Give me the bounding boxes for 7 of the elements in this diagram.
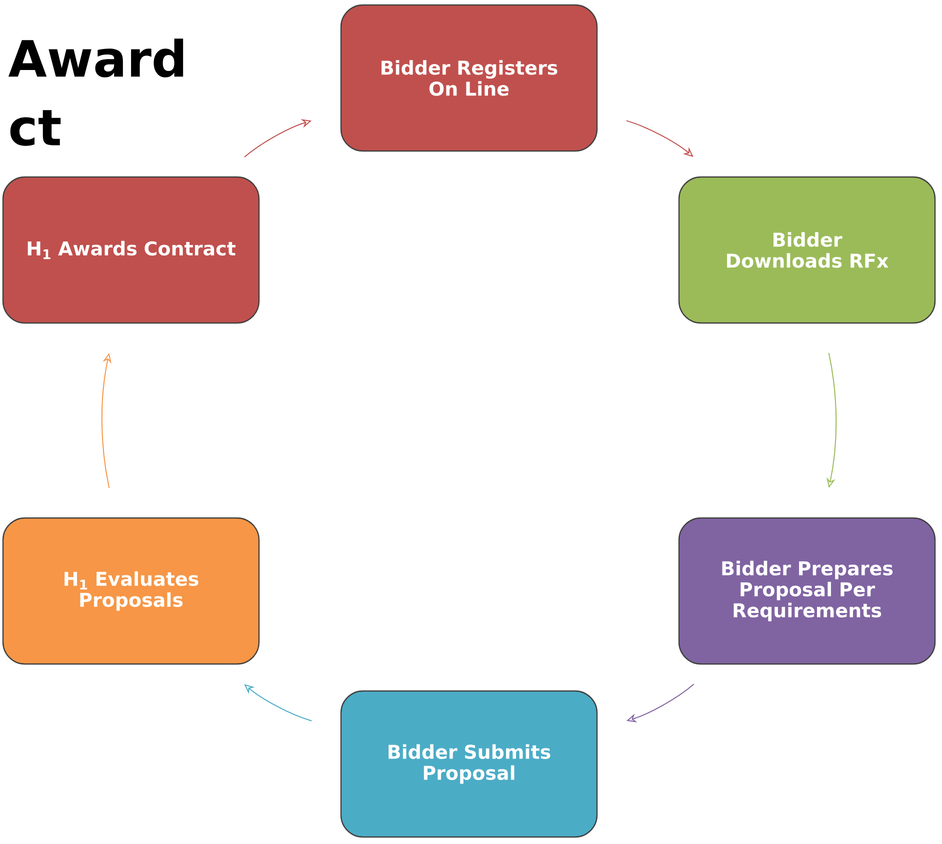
process-box: H$_{1}$ Awards Contract (2, 176, 260, 324)
process-box: Bidder Downloads RFx (678, 176, 936, 324)
process-box: Bidder Prepares Proposal Per Requirements (678, 517, 936, 665)
process-box: Bidder Registers On Line (340, 4, 598, 152)
process-box: H$_{1}$ Evaluates Proposals (2, 517, 260, 665)
process-box: Bidder Submits Proposal (340, 690, 598, 838)
title-text: Award (8, 38, 184, 78)
